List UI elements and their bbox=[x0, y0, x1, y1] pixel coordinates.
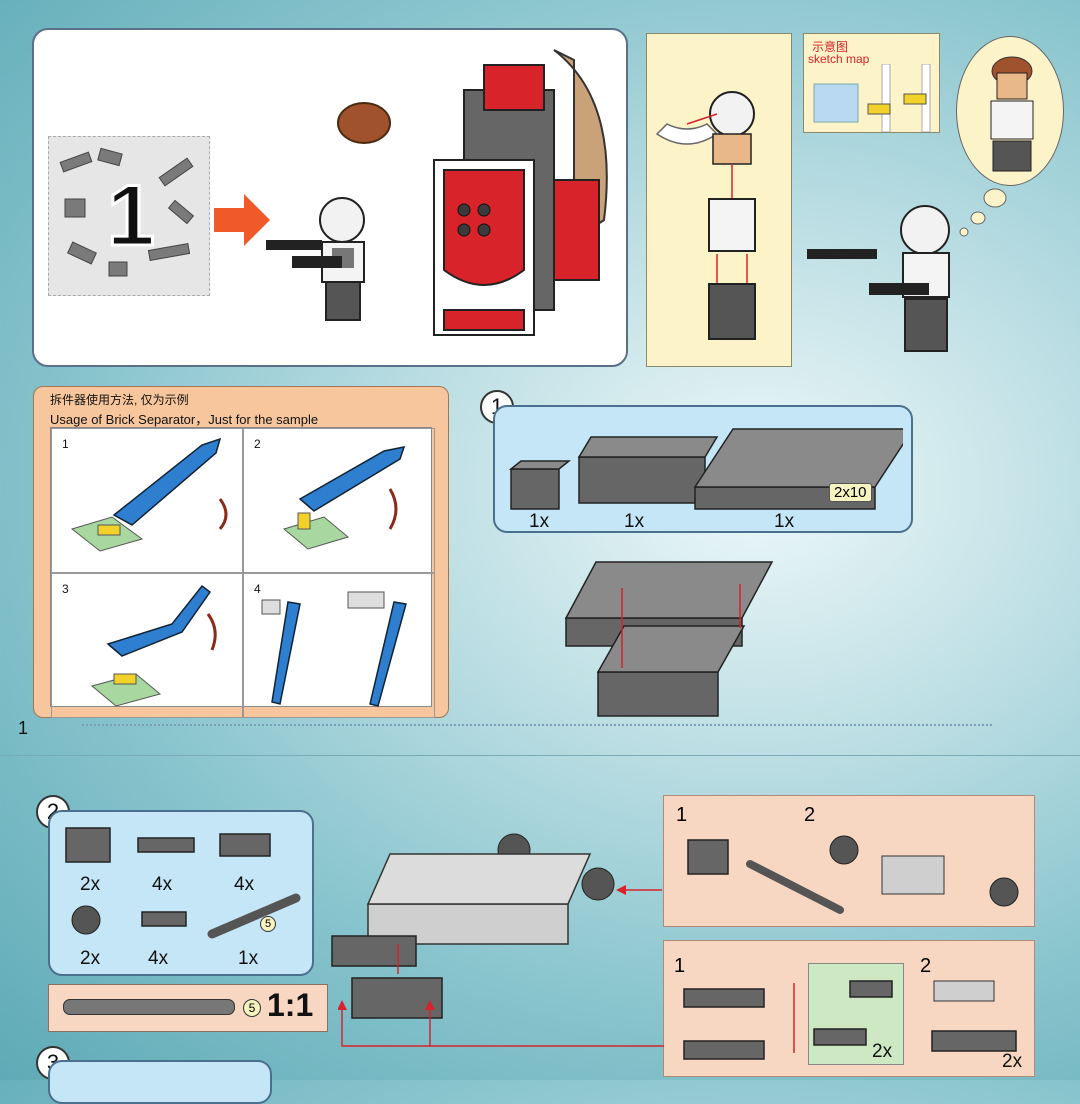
axle-scale-box: 5 1:1 bbox=[48, 984, 328, 1032]
parts-bag: 1 bbox=[48, 136, 210, 296]
step-2-part-count: 4x bbox=[152, 874, 173, 895]
step-3-parts-panel bbox=[48, 1060, 272, 1104]
step-2-assembly-diagram bbox=[331, 833, 615, 1019]
step-1-assembly-diagram bbox=[564, 561, 774, 717]
sub-assembly-count: 2x bbox=[872, 1041, 893, 1062]
separator-step-number: 4 bbox=[254, 582, 261, 596]
sub-assembly-axle-panel: 1 2 bbox=[663, 795, 1035, 927]
minifig-assembly-diagram bbox=[655, 91, 756, 340]
sketch-map-label-cn: 示意图 bbox=[812, 40, 849, 54]
unmasked-minifig bbox=[990, 56, 1034, 172]
separator-title-cn: 拆件器使用方法, 仅为示例 bbox=[50, 393, 189, 407]
measuring-ruler bbox=[82, 712, 992, 726]
thought-bubble-dots bbox=[959, 188, 1007, 237]
axle-scale-badge: 5 bbox=[243, 999, 261, 1017]
page-number: 1 bbox=[18, 718, 29, 738]
separator-title-en: Usage of Brick Separator，Just for the sa… bbox=[50, 412, 319, 427]
sub-assembly-plates-diagram bbox=[683, 980, 1017, 1060]
step-1-part-count: 1x bbox=[774, 511, 795, 532]
step-2-part-count: 2x bbox=[80, 948, 101, 969]
step-1-part-count: 1x bbox=[624, 511, 645, 532]
sketch-map-panel: 示意图 sketch map bbox=[803, 33, 940, 133]
separator-step-4: 4 bbox=[243, 573, 435, 718]
page-divider bbox=[0, 755, 1080, 756]
sketch-map-label-en: sketch map bbox=[808, 52, 870, 66]
sub-assembly-inset bbox=[808, 963, 904, 1065]
step-2-parts-panel: 2x 4x 4x 2x 4x 1x 5 bbox=[48, 810, 314, 976]
separator-step-3: 3 bbox=[51, 573, 243, 718]
separator-steps-grid: 1 2 3 bbox=[50, 427, 435, 718]
sketch-map-diagram bbox=[813, 64, 931, 132]
sub-step-number: 2 bbox=[920, 955, 932, 977]
sub-step-number: 1 bbox=[676, 804, 688, 826]
sub-assembly-plates-panel: 1 2 2x 2x bbox=[663, 940, 1035, 1077]
sub-assembly-count: 2x bbox=[1002, 1051, 1023, 1072]
separator-step-2-diagram bbox=[282, 446, 406, 550]
separator-step-number: 2 bbox=[254, 437, 261, 451]
step-2-parts-diagram bbox=[65, 827, 301, 939]
minifig-assembly-panel bbox=[646, 33, 792, 367]
separator-step-1: 1 bbox=[51, 428, 243, 573]
left-arrow-icon bbox=[616, 885, 662, 895]
sub-step-number: 1 bbox=[674, 955, 686, 977]
axle-scale-bar bbox=[63, 999, 235, 1015]
vehicle-model bbox=[433, 49, 608, 336]
right-arrow-icon bbox=[214, 194, 270, 246]
separator-step-1-diagram bbox=[70, 437, 228, 552]
thought-bubble bbox=[956, 36, 1064, 186]
step-2-part-count: 1x bbox=[238, 948, 259, 969]
sub-step-number: 2 bbox=[804, 804, 816, 826]
step-1-parts-panel: 1x 1x 1x 2x10 bbox=[493, 405, 913, 533]
step-2-part-count: 4x bbox=[234, 874, 255, 895]
brick-separator-panel: 拆件器使用方法, 仅为示例 Usage of Brick Separator，J… bbox=[33, 386, 449, 718]
step-1-part-count: 1x bbox=[529, 511, 550, 532]
separator-step-number: 3 bbox=[62, 582, 69, 596]
separator-step-4-diagram bbox=[261, 591, 407, 707]
brick-size-label: 2x10 bbox=[829, 483, 872, 502]
axle-length-badge: 5 bbox=[260, 916, 276, 932]
intro-panel: 1 bbox=[32, 28, 628, 367]
connector-arrow bbox=[338, 1000, 664, 1047]
parts-bag-contents bbox=[59, 147, 195, 277]
separator-step-3-diagram bbox=[90, 584, 217, 707]
separator-step-number: 1 bbox=[62, 437, 69, 451]
step-2-part-count: 2x bbox=[80, 874, 101, 895]
scale-label: 1:1 bbox=[267, 987, 314, 1023]
pilot-minifig bbox=[266, 197, 365, 321]
hair-piece-icon bbox=[337, 102, 391, 144]
bag-number: 1 bbox=[106, 167, 157, 266]
step-2-part-count: 4x bbox=[148, 948, 169, 969]
pilot-minifig-armed bbox=[807, 205, 950, 352]
separator-step-2: 2 bbox=[243, 428, 435, 573]
sub-assembly-axle-diagram bbox=[687, 835, 1019, 914]
step-1-parts-diagram bbox=[508, 428, 903, 510]
